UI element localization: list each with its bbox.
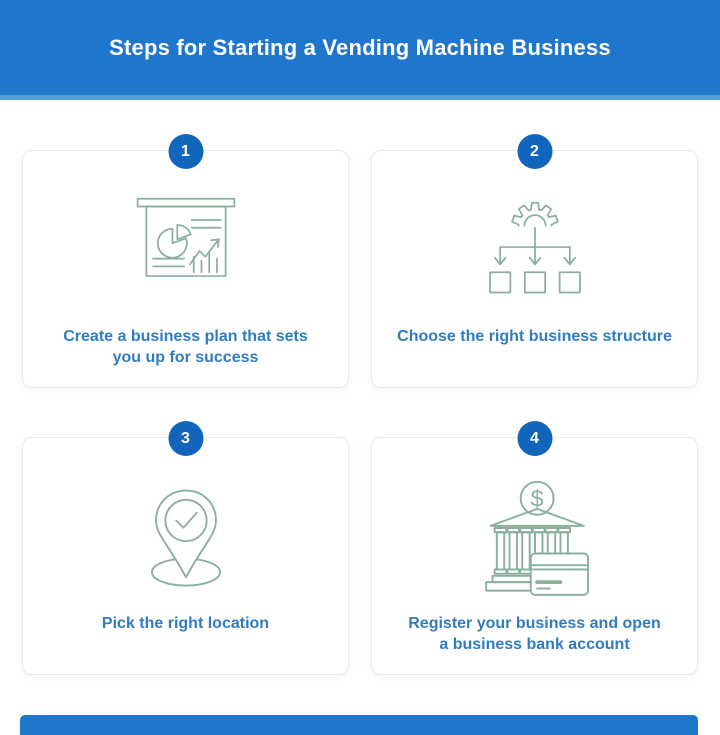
step-caption: Register your business and open a busine… — [408, 613, 661, 655]
step-icon-wrap — [472, 189, 598, 309]
step-icon-wrap — [124, 476, 248, 596]
caption-line: Choose the right business structure — [397, 328, 672, 345]
step-caption: Pick the right location — [102, 613, 269, 634]
step-card-4: 4 $ Register your — [371, 421, 698, 675]
step-number: 2 — [530, 142, 539, 160]
step-number: 1 — [181, 142, 190, 160]
step-icon-wrap — [123, 189, 249, 309]
header-banner: Steps for Starting a Vending Machine Bus… — [0, 0, 720, 100]
caption-line: Register your business and open — [408, 615, 661, 632]
step-caption: Create a business plan that sets you up … — [63, 326, 308, 368]
page-title: Steps for Starting a Vending Machine Bus… — [109, 34, 611, 60]
caption-line: Create a business plan that sets — [63, 328, 308, 345]
business-plan-presentation-icon — [136, 197, 235, 277]
step-number-badge: 2 — [517, 134, 552, 169]
business-structure-hierarchy-icon — [488, 201, 581, 294]
step-number: 3 — [181, 429, 190, 447]
step-number: 4 — [530, 429, 539, 447]
step-card-2: 2 Choose the right business structure — [371, 134, 698, 388]
step-number-badge: 4 — [517, 421, 552, 456]
step-number-badge: 3 — [168, 421, 203, 456]
step-icon-wrap: $ — [471, 476, 599, 596]
svg-text:$: $ — [530, 485, 543, 511]
bank-account-icon: $ — [484, 480, 589, 596]
caption-line: a business bank account — [439, 636, 630, 653]
footer-accent-bar — [20, 715, 698, 735]
step-card-1: 1 Create a business plan that sets — [22, 134, 349, 388]
caption-line: Pick the right location — [101, 615, 270, 632]
step-number-badge: 1 — [168, 134, 203, 169]
steps-grid: 1 Create a business plan that sets — [0, 134, 720, 675]
step-caption: Choose the right business structure — [397, 326, 672, 347]
caption-line: you up for success — [112, 349, 259, 366]
location-pin-check-icon — [150, 489, 221, 587]
step-card-3: 3 Pick the right location — [22, 421, 349, 675]
